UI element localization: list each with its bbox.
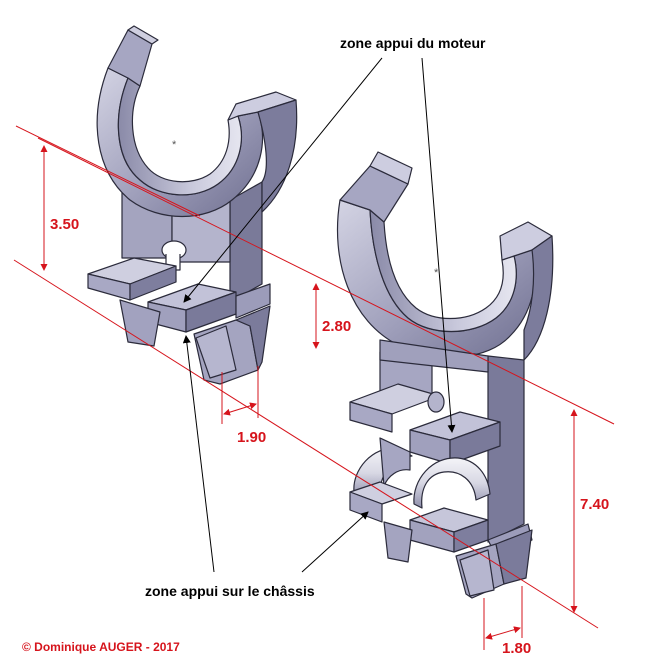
dimension-3-50: 3.50 <box>50 216 79 233</box>
left-bracket-part <box>87 25 298 385</box>
copyright-notice: © Dominique AUGER - 2017 <box>22 640 180 654</box>
reference-line-bottom <box>13 259 599 629</box>
leader-arrows <box>182 57 456 573</box>
leader-chassis-right <box>301 511 369 573</box>
motor-support-label: zone appui du moteur <box>340 35 486 51</box>
leader-motor-right <box>421 57 456 433</box>
dimension-7-40: 7.40 <box>580 496 609 513</box>
dimension-lines <box>13 125 615 650</box>
reference-line-top <box>37 137 615 425</box>
leader-chassis-left <box>182 335 215 573</box>
dimension-2-80: 2.80 <box>322 318 351 335</box>
chassis-support-label: zone appui sur le châssis <box>145 583 315 599</box>
center-mark-left: * <box>172 139 177 151</box>
right-bracket-part <box>336 151 554 599</box>
dim-line-1-80 <box>485 626 521 640</box>
dimension-1-80: 1.80 <box>502 640 531 657</box>
leader-motor-left <box>183 57 383 303</box>
center-mark-right: * <box>434 267 439 279</box>
dim-line-1-90 <box>223 402 257 416</box>
dimension-1-90: 1.90 <box>237 429 266 446</box>
reference-line-upper-left <box>15 125 201 217</box>
